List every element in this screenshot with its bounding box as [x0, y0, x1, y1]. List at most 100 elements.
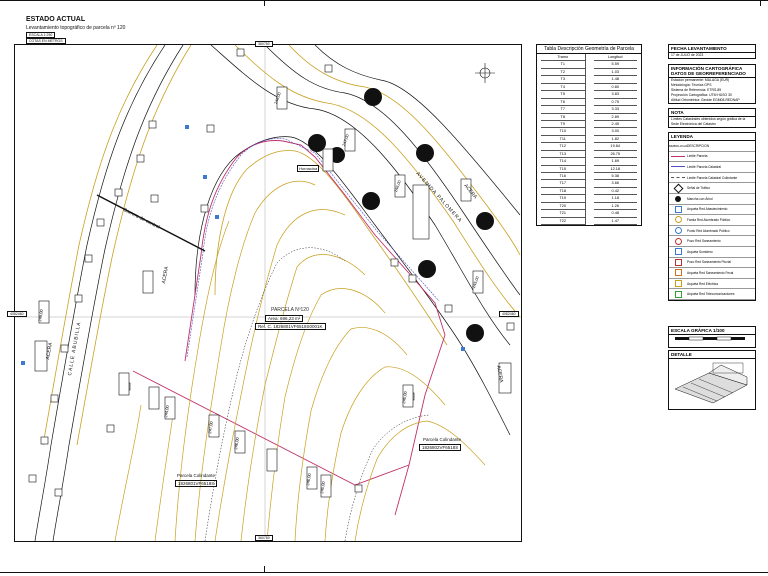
table-row: T1 5.59	[537, 61, 641, 69]
detail-box: DETALLE	[668, 350, 756, 410]
table-cell-tramo: T9	[541, 120, 586, 129]
road-edge-top-2	[264, 45, 521, 296]
tree-2	[308, 134, 326, 152]
table-row: T3 1.48	[537, 76, 641, 84]
table-cell-longitud: 3.66	[593, 180, 637, 188]
road-center-left	[42, 45, 158, 446]
table-cell-longitud: 1.82	[593, 136, 637, 144]
sheet-bottom-line	[0, 572, 768, 573]
contour-1	[214, 209, 346, 541]
table-cell-tramo: T1	[541, 61, 586, 69]
road-edge-top-3	[314, 45, 521, 216]
table-cell-tramo: T15	[541, 165, 586, 173]
legend-symbol-icon	[669, 177, 687, 179]
barrier-line	[96, 194, 206, 252]
table-cell-longitud: 0.80	[593, 84, 637, 92]
legend-item: Arqueta Red Eléctrica	[669, 279, 755, 290]
legend-description: Arqueta Red Abastecimiento	[687, 207, 728, 212]
table-cell-longitud: 26.75	[593, 151, 637, 159]
table-cell-longitud: 19.84	[593, 143, 637, 151]
tree-symbols	[308, 88, 494, 342]
legend-item: Arqueta Red Abastecimiento	[669, 205, 755, 216]
tree-7	[418, 260, 436, 278]
grid-label-bottom: 360780	[255, 535, 273, 541]
legend-item: Pozo Red Saneamiento Pluvial	[669, 258, 755, 269]
table-cell-longitud: 0.48	[593, 210, 637, 218]
legend-header-symbol: SIMBOLOGIA	[668, 143, 688, 148]
legend-description: Punto Red Alumbrado Público	[687, 228, 730, 233]
legend-description: Arqueta Sumidero	[687, 249, 713, 254]
utility-markers	[28, 48, 515, 497]
table-cell-longitud: 3.83	[593, 91, 637, 99]
carto-line-5: Altitud Ortométrica: Geoide EGM08-REDNAP	[671, 98, 740, 102]
terrain-break-line	[204, 247, 346, 541]
legend-description: Arqueta Red Saneamiento Fecal	[687, 270, 734, 275]
carto-line-3: Sistema de Referencia: ETRS-89	[671, 88, 722, 92]
legend-symbol-icon	[669, 195, 687, 202]
legend-item: Límite Parcela Catastral Colindante	[669, 173, 755, 184]
road-curve-inner	[194, 136, 511, 436]
legend-description: Farola Red Alumbrado Público	[687, 217, 731, 222]
road-edge-inner-left	[52, 45, 184, 541]
page-subtitle: Levantamiento topográfico de parcela nº …	[26, 25, 126, 31]
table-cell-longitud: 2.45	[593, 121, 637, 129]
legend-symbol-icon	[669, 183, 687, 194]
sheet-tick-top-right	[760, 0, 761, 6]
legend-symbol-icon	[669, 290, 687, 298]
table-cell-tramo: T11	[541, 135, 586, 144]
legend-symbol-icon	[669, 155, 687, 157]
table-cell-tramo: T8	[541, 113, 586, 121]
legend-symbol-icon	[669, 227, 687, 235]
parcel-geometry-table: Tabla Descripción Geometría de Parcela T…	[536, 44, 642, 227]
legend-symbol-icon	[669, 205, 687, 213]
table-header-longitud: Longitud	[593, 54, 637, 62]
table-cell-tramo: T3	[541, 76, 586, 84]
table-cell-longitud: 3.00	[593, 128, 637, 136]
legend-description: Mancha con Árbol	[687, 196, 713, 201]
legend-item: Límite Parcela	[669, 152, 755, 163]
table-title: Tabla Descripción Geometría de Parcela	[537, 45, 641, 54]
contour-8	[174, 220, 230, 541]
legend-item: Farola Red Alumbrado Público	[669, 215, 755, 226]
table-cell-longitud: 1.69	[593, 158, 637, 166]
table-cell-longitud: 5.59	[593, 61, 637, 69]
table-header-tramo: Tramo	[541, 54, 586, 62]
sheet-top-line	[0, 0, 768, 1]
parcel-boundary	[184, 140, 446, 516]
contour-2	[240, 254, 366, 541]
graphic-scale-title: ESCALA GRÁFICA 1/100	[669, 327, 755, 335]
tree-5	[362, 192, 380, 210]
table-cell-longitud: 1.48	[593, 76, 637, 84]
legend-item: Señal de Tráfico	[669, 183, 755, 194]
table-row: T4 0.80	[537, 83, 641, 92]
north-arrow-icon	[475, 63, 495, 83]
legend-description: Señal de Tráfico	[687, 186, 711, 191]
note-box: NOTA Límites Catastrales obtenidos según…	[668, 108, 756, 128]
table-cell-longitud: 1.47	[593, 218, 637, 226]
legend-description: Arqueta Red Telecomunicaciones	[687, 292, 735, 297]
legend-symbol-icon	[669, 280, 687, 288]
table-cell-tramo: T5	[541, 91, 586, 99]
table-cell-tramo: T22	[541, 217, 586, 226]
road-yellow-left-2	[76, 45, 192, 446]
grid-label-left: 4082460	[7, 311, 27, 317]
legend-symbol-icon	[669, 237, 687, 245]
table-header-row: Tramo Longitud	[537, 54, 641, 62]
table-cell-tramo: T4	[541, 83, 586, 92]
table-cell-longitud: 0.42	[593, 188, 637, 196]
parcel-area: Area: 696,23 m²	[265, 315, 304, 322]
carto-title: INFORMACIÓN CARTOGRÁFICA DATOS DE GEORRE…	[669, 65, 755, 78]
legend-symbol-icon	[669, 269, 687, 277]
contour-9	[114, 404, 142, 541]
table-row: T22 1.47	[537, 217, 641, 226]
table-cell-tramo: T21	[541, 210, 586, 218]
table-cell-tramo: T6	[541, 98, 586, 107]
